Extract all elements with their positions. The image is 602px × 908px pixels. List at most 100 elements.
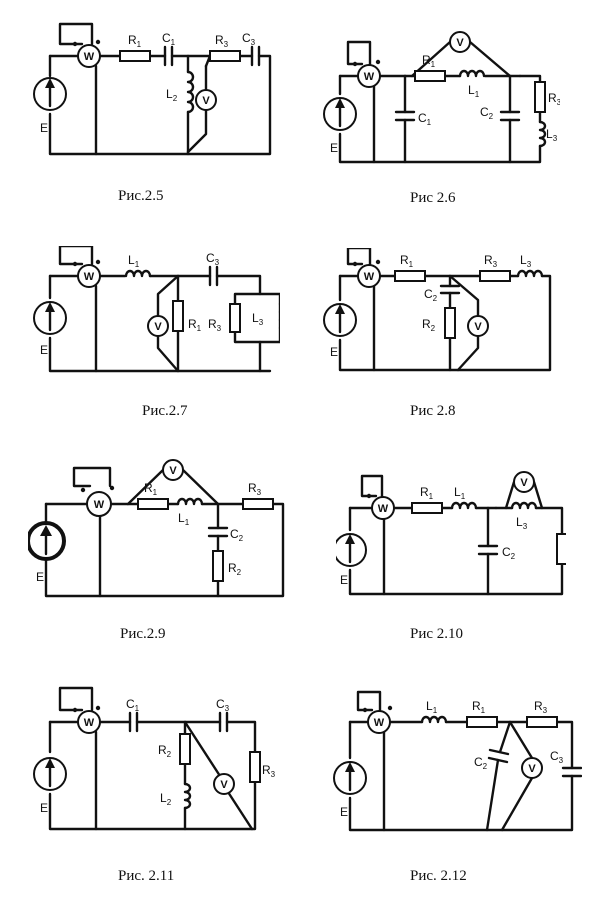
r3-label: R3 [215, 33, 229, 49]
resistor-r1: R1 [137, 481, 169, 510]
c2-label: C2 [474, 755, 488, 771]
voltmeter-label: V [169, 465, 177, 477]
wattmeter: W [352, 59, 381, 88]
voltmeter: V [521, 757, 543, 779]
circuit-figure-2-11: E W C1 C3 R2 L2 V R3 [30, 684, 280, 834]
ac-source: E [336, 533, 367, 587]
wattmeter: W [72, 39, 101, 68]
resistor-r2: R2 [422, 307, 456, 339]
inductor-l1: L1 [124, 253, 152, 278]
resistor-r3: R3 [242, 481, 274, 510]
source-label: E [36, 570, 44, 584]
inductor-l1: L1 [420, 699, 448, 724]
resistor-r1: R1 [414, 53, 446, 82]
figure-caption: Рис 2.10 [410, 626, 464, 642]
source-label: E [40, 343, 48, 357]
resistor-r3: R3 [208, 303, 241, 333]
wattmeter: W [362, 705, 393, 734]
capacitor-c2: C2 [424, 284, 461, 303]
wattmeter-label: W [84, 51, 95, 63]
wattmeter: W [80, 485, 115, 517]
r3-label: R3 [248, 481, 262, 497]
source-label: E [330, 141, 338, 155]
r3-label: R3 [208, 317, 222, 333]
wires [48, 22, 272, 156]
resistor-r3: R3 [209, 33, 241, 62]
resistor-r3: R3 [526, 699, 558, 728]
wires [48, 246, 280, 373]
capacitor-c2: C2 [207, 526, 244, 543]
inductor-l3: L3 [538, 120, 558, 148]
circuit-diagram: E W R1 C1 R3 C3 L2 V [33, 22, 272, 156]
wires [48, 686, 257, 831]
capacitor-c3: C3 [550, 749, 582, 778]
inductor-l3: L3 [510, 501, 538, 531]
l3-label: L3 [520, 253, 532, 269]
circuit-diagram: E W L1 C3 V R1 R3 L3 [33, 246, 280, 373]
figure-caption: Рис.2.5 [118, 188, 164, 204]
circuit-figure-2-8: E W R1 R3 L3 C2 R2 V [320, 248, 560, 378]
r3-label: R3 [484, 253, 498, 269]
wattmeter-label: W [84, 717, 95, 729]
wires [338, 248, 552, 372]
capacitor-c3: C3 [216, 697, 230, 733]
l1-label: L1 [454, 485, 466, 501]
l1-label: L1 [178, 511, 190, 527]
c2-label: C2 [230, 527, 244, 543]
resistor-r3: R3 [249, 751, 276, 783]
ac-source: E [333, 761, 367, 819]
wires [338, 40, 542, 164]
circuit-diagram: E W L1 R1 R3 C2 V C3 [333, 690, 582, 832]
wires [348, 690, 574, 832]
l1-label: L1 [128, 253, 140, 269]
circuit-figure-2-9: E W V R1 L1 R3 C2 R2 [28, 456, 288, 606]
voltmeter: V [467, 315, 489, 337]
wires [44, 466, 285, 598]
voltmeter: V [147, 315, 169, 337]
ac-source: E [323, 303, 357, 359]
voltmeter-label: V [474, 321, 482, 333]
wattmeter-label: W [84, 271, 95, 283]
c2-label: C2 [502, 545, 516, 561]
voltmeter-label: V [202, 95, 210, 107]
circuit-diagram: E W R1 R3 L3 C2 R2 V [323, 248, 552, 372]
source-label: E [340, 805, 348, 819]
figure-caption: Рис.2.7 [142, 403, 188, 419]
voltmeter: V [213, 773, 235, 795]
voltmeter: V [513, 471, 535, 493]
circuit-figure-2-5: E W R1 C1 R3 C3 L2 V [30, 14, 280, 164]
capacitor-c1: C1 [126, 697, 140, 733]
resistor-r3: R3 [534, 81, 560, 113]
wattmeter: W [366, 493, 395, 520]
r1-label: R1 [144, 481, 158, 497]
resistor-right [556, 533, 566, 565]
resistor-r3: R3 [479, 253, 511, 282]
resistor-r1: R1 [172, 300, 202, 333]
wattmeter-label: W [364, 71, 375, 83]
voltmeter: V [162, 459, 184, 481]
r2-label: R2 [422, 317, 436, 333]
c3-label: C3 [550, 749, 564, 765]
resistor-r1: R1 [119, 33, 151, 62]
source-label: E [330, 345, 338, 359]
wattmeter-label: W [364, 271, 375, 283]
figure-caption: Рис 2.8 [410, 403, 456, 419]
circuit-figure-2-7: E W L1 C3 V R1 R3 L3 [30, 246, 280, 381]
inductor-l1: L1 [450, 485, 478, 510]
inductor-l3: L3 [252, 302, 280, 330]
resistor-r2: R2 [212, 550, 242, 582]
capacitor-c2: C2 [474, 748, 510, 771]
capacitor-c2: C2 [480, 105, 521, 122]
l3-label: L3 [516, 515, 528, 531]
c1-label: C1 [126, 697, 140, 713]
ac-source: E [28, 521, 66, 584]
c1-label: C1 [162, 31, 176, 47]
ac-source: E [33, 757, 67, 815]
inductor-l2: L2 [166, 70, 195, 114]
r3-label: R3 [548, 91, 560, 107]
figure-caption: Рис. 2.11 [118, 868, 175, 884]
voltmeter-label: V [528, 763, 536, 775]
c1-label: C1 [418, 111, 432, 127]
inductor-l3: L3 [516, 253, 544, 278]
c3-label: C3 [242, 31, 256, 47]
